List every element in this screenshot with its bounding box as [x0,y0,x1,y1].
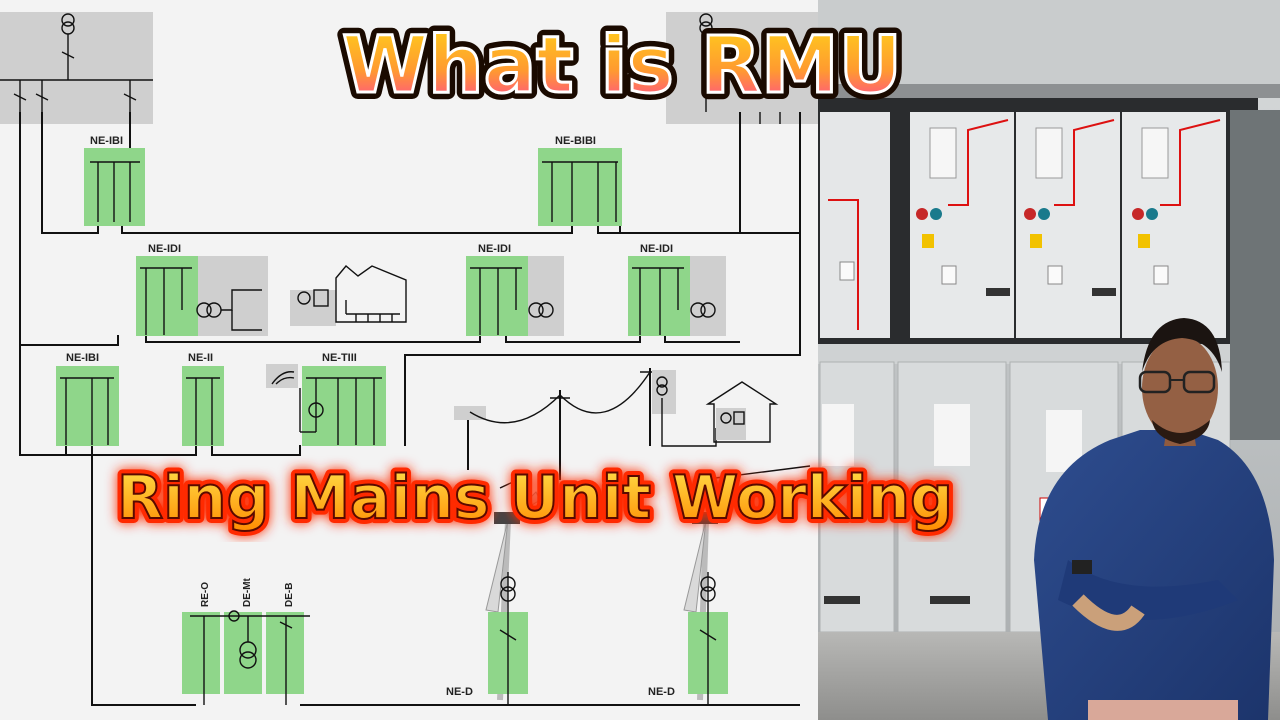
unit-de-b [266,612,304,694]
wind-turbine-icon [683,491,739,705]
label-ne-ibi-top: NE-IBI [90,135,123,147]
label-re-o: RE-O [200,582,211,607]
unit-ne-ii [182,366,224,446]
label-ne-idi-3: NE-IDI [640,243,673,255]
label-ne-idi-2: NE-IDI [478,243,511,255]
label-ne-ibi-left: NE-IBI [66,352,99,364]
label-ne-d-2: NE-D [648,686,675,698]
rmu-photo [818,0,1280,720]
substation-block-right [666,12,818,124]
unit-ne-idi-3 [628,256,690,336]
svg-text:What is RMU: What is RMU [342,21,902,111]
title-text: What is RMU [342,21,902,111]
substation-block-left [0,12,153,124]
subtitle-text: Ring Mains Unit Working [117,463,953,533]
rmu-switch-panel [820,112,1226,338]
label-de-b: DE-B [284,583,295,607]
label-ne-ii: NE-II [188,352,213,364]
rmu-network-diagram: NE-IBI NE-BIBI NE-IDI [0,12,818,706]
label-ne-tiii: NE-TIII [322,352,357,364]
video-title: What is RMU What is RMU [335,14,909,114]
presenter-person [1034,318,1274,720]
unit-ne-idi-2 [466,256,528,336]
wind-turbine-icon [485,491,541,705]
label-ne-bibi: NE-BIBI [555,135,596,147]
unit-re-o [182,612,220,694]
unit-ne-bibi [538,148,622,226]
label-ne-idi-1: NE-IDI [148,243,181,255]
svg-text:Ring Mains Unit Working: Ring Mains Unit Working [117,463,953,533]
label-ne-d-1: NE-D [446,686,473,698]
label-de-mt: DE-Mt [242,577,253,607]
video-subtitle: Ring Mains Unit Working Ring Mains Unit … [112,458,958,538]
